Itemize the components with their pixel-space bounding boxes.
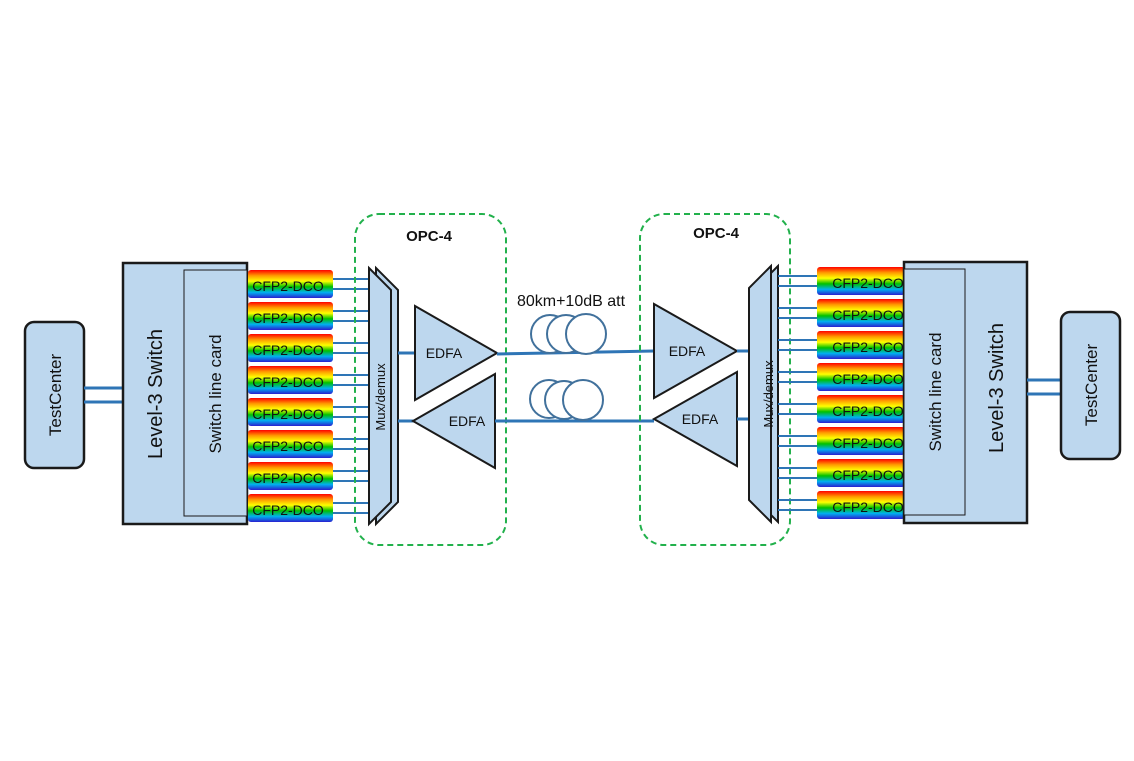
- left-module-8: [248, 494, 333, 522]
- right-module-label: CFP2-DCO: [832, 467, 904, 483]
- left-module-label: CFP2-DCO: [252, 310, 324, 326]
- left-module-label: CFP2-DCO: [252, 470, 324, 486]
- right-testcenter-box: [1059, 310, 1122, 461]
- right-opc-box: [639, 213, 791, 546]
- left-module-label: CFP2-DCO: [252, 342, 324, 358]
- right-mux-block: [748, 263, 772, 525]
- left-module-2: [248, 302, 333, 330]
- link-lower-coil: [529, 379, 604, 421]
- right-mux-label: Mux/demux: [761, 360, 776, 428]
- left-linecard-label: Switch line card: [206, 334, 225, 453]
- left-mux-label: Mux/demux: [373, 363, 388, 431]
- right-module-stack: CFP2-DCO CFP2-DCO CFP2-DCO CFP2-DCO CFP2…: [817, 267, 905, 519]
- right-module-8: [817, 491, 905, 519]
- right-module-1: [817, 267, 905, 295]
- right-module-label: CFP2-DCO: [832, 307, 904, 323]
- right-module-6: [817, 427, 905, 455]
- right-module-label: CFP2-DCO: [832, 275, 904, 291]
- left-module-label: CFP2-DCO: [252, 502, 324, 518]
- right-module-fibers: [778, 275, 817, 511]
- right-module-2: [817, 299, 905, 327]
- left-testcenter-label: TestCenter: [46, 354, 65, 437]
- left-module-4: [248, 366, 333, 394]
- right-testcenter-label: TestCenter: [1082, 344, 1101, 427]
- left-module-7: [248, 462, 333, 490]
- left-linecard-box: [183, 269, 248, 517]
- left-testcenter-box: [23, 320, 86, 470]
- right-module-label: CFP2-DCO: [832, 371, 904, 387]
- link-upper-coil: [530, 313, 607, 355]
- left-module-label: CFP2-DCO: [252, 438, 324, 454]
- left-edfa-tx: [414, 304, 500, 402]
- left-module-label: CFP2-DCO: [252, 406, 324, 422]
- left-edfa-rx-label: EDFA: [449, 413, 486, 429]
- right-module-label: CFP2-DCO: [832, 499, 904, 515]
- left-module-1: [248, 270, 333, 298]
- right-module-5: [817, 395, 905, 423]
- right-linecard-label: Switch line card: [926, 332, 945, 451]
- right-module-label: CFP2-DCO: [832, 339, 904, 355]
- right-module-4: [817, 363, 905, 391]
- right-edfa-rx: [653, 302, 740, 400]
- left-module-label: CFP2-DCO: [252, 278, 324, 294]
- left-mux-block: [368, 265, 392, 527]
- left-module-6: [248, 430, 333, 458]
- right-module-3: [817, 331, 905, 359]
- right-switch-label: Level-3 Switch: [986, 323, 1008, 453]
- right-module-label: CFP2-DCO: [832, 403, 904, 419]
- right-edfa-rx-label: EDFA: [669, 343, 706, 359]
- right-linecard-box: [903, 268, 966, 516]
- link-label: 80km+10dB att: [517, 293, 626, 310]
- left-switch-label: Level-3 Switch: [145, 329, 167, 459]
- left-module-3: [248, 334, 333, 362]
- right-module-label: CFP2-DCO: [832, 435, 904, 451]
- left-module-5: [248, 398, 333, 426]
- left-module-stack: CFP2-DCO CFP2-DCO CFP2-DCO CFP2-DCO CFP2…: [248, 270, 333, 522]
- right-opc-label: OPC-4: [693, 225, 740, 242]
- left-opc-box: [354, 213, 507, 546]
- right-edfa-tx-label: EDFA: [682, 411, 719, 427]
- left-edfa-tx-label: EDFA: [426, 345, 463, 361]
- link-upper-fiber: [496, 349, 655, 356]
- right-module-7: [817, 459, 905, 487]
- left-opc-label: OPC-4: [406, 228, 453, 245]
- left-module-label: CFP2-DCO: [252, 374, 324, 390]
